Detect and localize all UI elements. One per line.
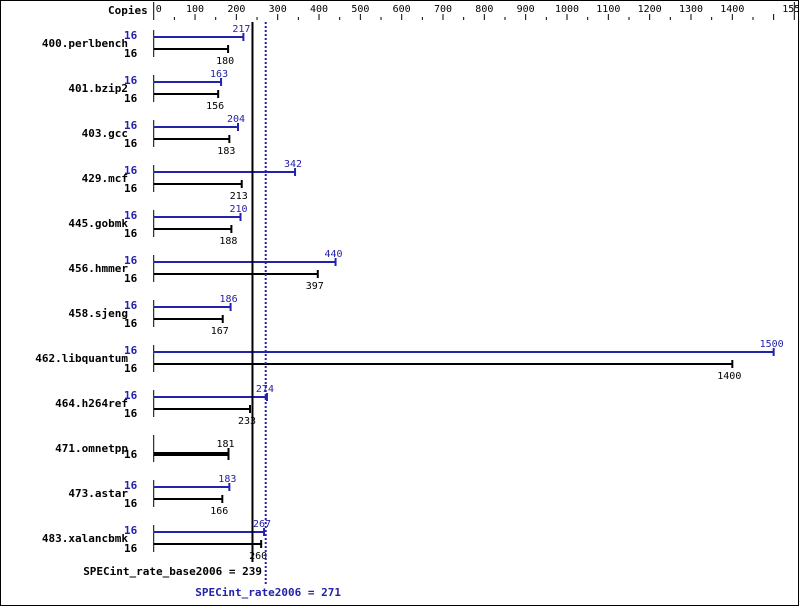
category-label: 458.sjeng	[68, 307, 128, 320]
peak-copies-label: 16	[124, 119, 138, 132]
category-label: 473.astar	[68, 487, 128, 500]
category-label: 462.libquantum	[35, 352, 128, 365]
category-label: 464.h264ref	[55, 397, 128, 410]
peak-value-label: 440	[325, 249, 343, 260]
base-copies-label: 16	[124, 227, 138, 240]
category-label: 403.gcc	[82, 127, 128, 140]
tick-label: 0	[156, 4, 162, 15]
tick-label: 100	[186, 4, 204, 15]
peak-value-label: 217	[232, 24, 250, 35]
tick-label: 1200	[638, 4, 662, 15]
tick-label: 600	[393, 4, 411, 15]
peak-value-label: 183	[218, 474, 236, 485]
base-bar	[153, 452, 229, 456]
category-label: 400.perlbench	[42, 37, 128, 50]
base-copies-label: 16	[124, 137, 138, 150]
peak-value-label: 186	[220, 294, 238, 305]
category-label: 445.gobmk	[68, 217, 128, 230]
peak-copies-label: 16	[124, 164, 138, 177]
base-value-label: 156	[206, 101, 224, 112]
tick-label: 1400	[720, 4, 744, 15]
peak-value-label: 1500	[760, 339, 784, 350]
peak-value-label: 163	[210, 69, 228, 80]
tick-label: 500	[351, 4, 369, 15]
base-copies-label: 16	[124, 407, 138, 420]
base-value-label: 167	[211, 326, 229, 337]
peak-copies-label: 16	[124, 209, 138, 222]
axis-title: Copies	[108, 4, 148, 17]
tick-label: 700	[434, 4, 452, 15]
peak-summary-label: SPECint_rate2006 = 271	[195, 586, 341, 599]
base-value-label: 397	[306, 281, 324, 292]
category-label: 401.bzip2	[68, 82, 128, 95]
tick-label: 200	[227, 4, 245, 15]
peak-copies-label: 16	[124, 524, 138, 537]
peak-value-label: 274	[256, 384, 274, 395]
peak-copies-label: 16	[124, 344, 138, 357]
base-copies-label: 16	[124, 182, 138, 195]
tick-label: 400	[310, 4, 328, 15]
base-copies-label: 16	[124, 47, 138, 60]
peak-value-label: 210	[229, 204, 247, 215]
base-copies-label: 16	[124, 272, 138, 285]
copies-label: 16	[124, 448, 138, 461]
base-value-label: 180	[216, 56, 234, 67]
base-copies-label: 16	[124, 362, 138, 375]
tick-label: 1000	[555, 4, 579, 15]
category-label: 483.xalancbmk	[42, 532, 128, 545]
base-value-label: 233	[238, 416, 256, 427]
base-value-label: 181	[216, 439, 234, 450]
peak-value-label: 204	[227, 114, 245, 125]
base-copies-label: 16	[124, 317, 138, 330]
peak-copies-label: 16	[124, 389, 138, 402]
base-value-label: 188	[219, 236, 237, 247]
category-label: 429.mcf	[82, 172, 128, 185]
base-value-label: 1400	[717, 371, 741, 382]
tick-label: 900	[517, 4, 535, 15]
peak-value-label: 342	[284, 159, 302, 170]
base-value-label: 183	[217, 146, 235, 157]
peak-copies-label: 16	[124, 299, 138, 312]
base-copies-label: 16	[124, 92, 138, 105]
tick-label: 300	[269, 4, 287, 15]
tick-label: 1300	[679, 4, 703, 15]
base-copies-label: 16	[124, 497, 138, 510]
peak-value-label: 267	[253, 519, 271, 530]
tick-label: 1550	[782, 4, 799, 15]
tick-label: 800	[475, 4, 493, 15]
tick-label: 1100	[596, 4, 620, 15]
peak-copies-label: 16	[124, 254, 138, 267]
base-summary-label: SPECint_rate_base2006 = 239	[83, 565, 262, 578]
base-value-label: 260	[249, 551, 267, 562]
peak-copies-label: 16	[124, 479, 138, 492]
category-label: 471.omnetpp	[55, 442, 128, 455]
category-label: 456.hmmer	[68, 262, 128, 275]
base-copies-label: 16	[124, 542, 138, 555]
peak-copies-label: 16	[124, 74, 138, 87]
base-value-label: 166	[210, 506, 228, 517]
peak-copies-label: 16	[124, 29, 138, 42]
base-value-label: 213	[230, 191, 248, 202]
